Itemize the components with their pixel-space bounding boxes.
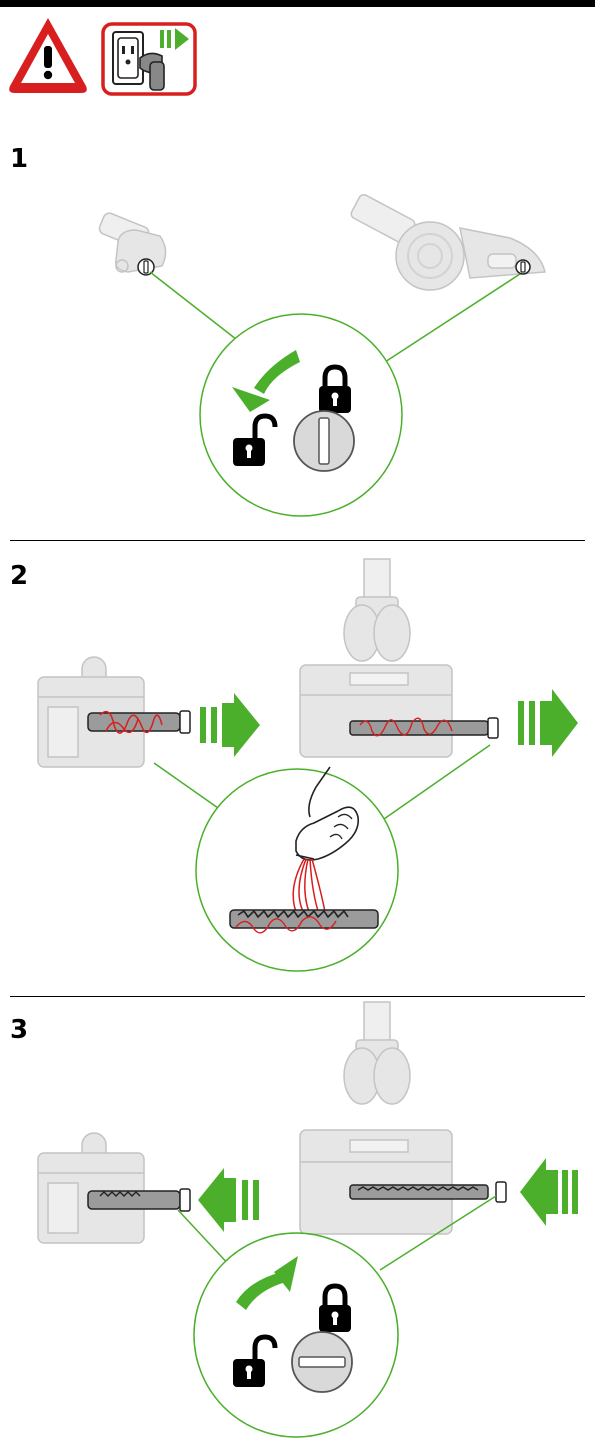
small-cleaner-head xyxy=(98,212,167,276)
divider-1 xyxy=(10,540,585,541)
top-bar xyxy=(0,0,595,7)
pull-right-arrow-icon-2 xyxy=(518,689,578,757)
large-cleaner-head-upright xyxy=(299,558,453,758)
large-cleaner-head-upright xyxy=(299,1001,453,1235)
small-brushbar xyxy=(87,1188,191,1212)
small-brushbar xyxy=(87,710,191,734)
lock-closed-icon xyxy=(319,364,351,413)
divider-2 xyxy=(10,996,585,997)
large-cleaner-head xyxy=(350,193,546,291)
large-brushbar xyxy=(349,717,499,739)
pull-right-arrow-icon xyxy=(200,693,260,757)
step-3-illustration xyxy=(37,1001,578,1438)
step-2-illustration xyxy=(37,558,578,972)
step-1-illustration xyxy=(98,193,546,517)
lock-open-icon xyxy=(233,413,278,466)
brushbar-detail xyxy=(229,909,379,934)
large-brushbar xyxy=(349,1181,507,1203)
vertical-slot-dial-icon xyxy=(293,410,355,472)
rotate-left-arrow-icon xyxy=(232,350,300,412)
step-1-detail-circle xyxy=(199,313,403,517)
rotate-right-arrow-icon xyxy=(236,1256,298,1310)
lock-closed-icon xyxy=(319,1283,351,1332)
horizontal-slot-dial-icon xyxy=(291,1331,353,1393)
warning-triangle-icon xyxy=(9,18,87,93)
step-2-detail-circle xyxy=(195,768,399,972)
step-1-number: 1 xyxy=(10,144,29,174)
small-cleaner-head-front xyxy=(37,1132,145,1244)
push-left-arrow-icon xyxy=(198,1168,259,1232)
small-cleaner-head-front xyxy=(37,656,145,768)
step-3-number: 3 xyxy=(10,1015,29,1045)
unplug-icon xyxy=(101,22,197,96)
step-2-number: 2 xyxy=(10,561,29,591)
push-left-arrow-icon-2 xyxy=(520,1158,578,1226)
lock-open-icon xyxy=(233,1334,278,1387)
